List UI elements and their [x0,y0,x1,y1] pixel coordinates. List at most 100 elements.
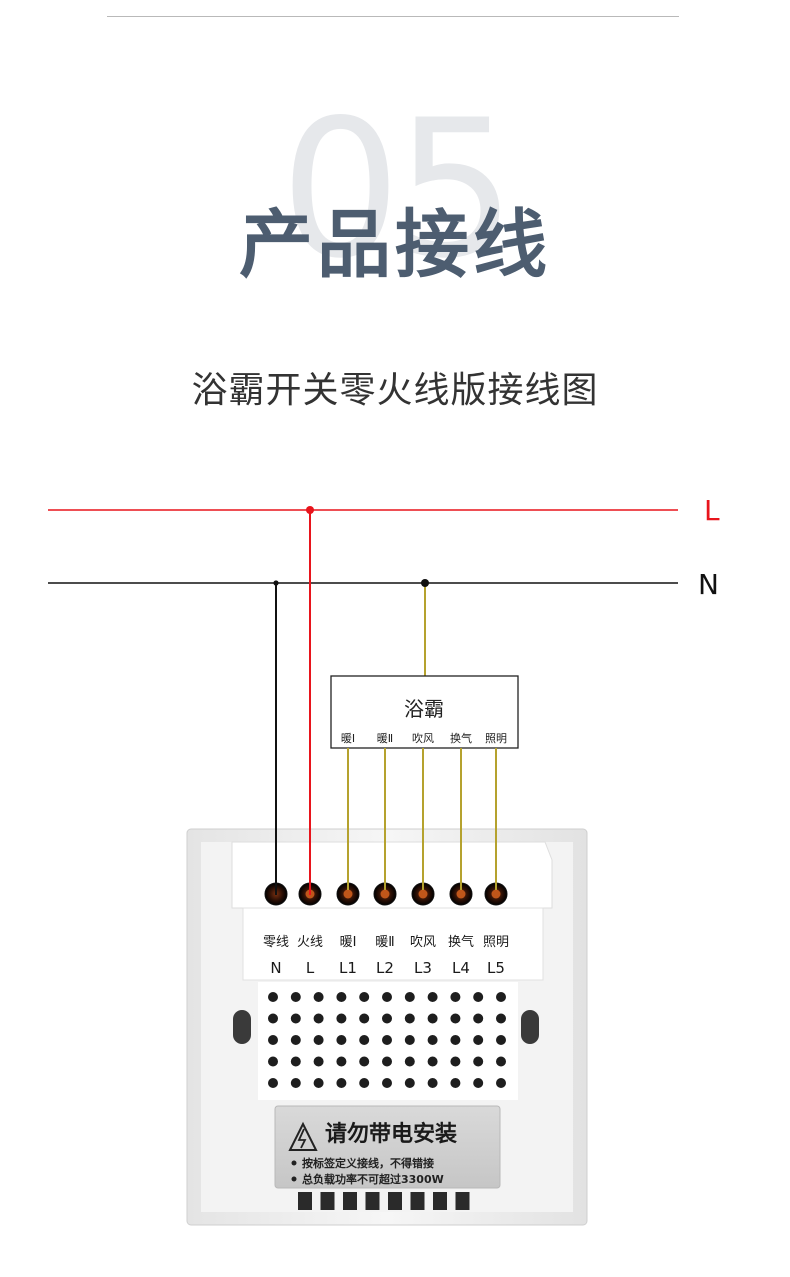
terminal-screw-core [343,889,353,899]
bottom-clip [388,1192,402,1210]
bottom-clips [298,1192,470,1210]
vent-hole [450,1035,461,1045]
vent-hole [359,1035,370,1045]
terminal-name: 换气 [448,934,474,950]
vent-hole [404,1035,415,1045]
load-channel-label: 照明 [485,732,507,745]
terminal-name: 火线 [297,935,323,950]
bottom-clip [343,1192,357,1210]
vent-hole [427,1056,438,1067]
vent-hole [450,1056,461,1067]
vent-hole [496,992,506,1002]
bottom-clip [410,1192,425,1210]
bottom-clip [365,1192,380,1210]
load-channel-label: 换气 [450,731,472,745]
terminal-code: L4 [452,959,470,977]
vent-hole [404,1078,415,1088]
vent-hole [382,1013,392,1024]
neutral-junction-switch [273,580,279,586]
vent-holes [268,992,506,1088]
vent-hole [336,992,347,1002]
vent-hole [359,1078,370,1088]
vent-hole [268,1056,278,1067]
warning-note-1: 按标签定义接线，不得错接 [302,1156,434,1170]
vent-hole [404,1013,415,1024]
vent-hole [450,1013,461,1024]
vent-hole [313,1078,324,1088]
vent-hole [496,1035,506,1045]
vent-hole [496,1056,506,1067]
vent-hole [359,1056,370,1067]
vent-hole [382,992,392,1002]
vent-hole [496,1013,506,1024]
vent-hole [427,992,438,1002]
vent-hole [382,1078,392,1088]
section-title: 产品接线 [239,202,551,288]
terminal-code: L3 [414,959,432,977]
vent-hole [268,1035,278,1045]
vent-hole [427,1078,438,1088]
terminal-name: 暖Ⅰ [340,935,357,950]
vent-hole [427,1035,438,1045]
left-mount-hole [233,1010,251,1044]
vent-hole [450,992,461,1002]
terminal-code: N [270,959,281,977]
neutral-label: N [698,568,719,601]
vent-hole [473,992,484,1002]
vent-hole [427,1013,438,1024]
vent-hole [313,1056,324,1067]
warning-note-2: 总负载功率不可超过3300W [302,1172,444,1186]
load-channel-label: 暖Ⅰ [341,732,355,745]
bottom-clip [320,1192,335,1210]
vent-hole [473,1013,484,1024]
terminal-screw-core [380,889,390,899]
load-channel-label: 吹风 [412,732,434,745]
terminal-code: L2 [376,959,394,977]
terminal-code: L1 [339,959,357,977]
vent-hole [382,1056,392,1067]
terminal-label-band [242,907,544,981]
vent-hole [290,992,301,1002]
terminal-screw-core [456,889,466,899]
bottom-clip [455,1192,470,1210]
vent-hole [473,1078,484,1088]
bottom-clip [298,1192,312,1210]
terminal-name: 暖Ⅱ [375,935,394,950]
vent-hole [268,1013,278,1024]
vent-hole [290,1013,301,1024]
vent-hole [496,1078,506,1088]
terminal-screw-core [491,889,501,899]
terminal-name: 零线 [263,935,289,950]
live-label: L [704,494,720,527]
vent-hole [336,1056,347,1067]
vent-hole [268,1078,278,1088]
bottom-clip [433,1192,447,1210]
live-junction [306,506,314,514]
vent-hole [290,1056,301,1067]
vent-hole [473,1035,484,1045]
neutral-junction-load [421,579,429,587]
warning-title: 请勿带电安装 [325,1121,457,1147]
vent-hole [290,1078,301,1088]
bath-heater-box [330,675,519,749]
vent-hole [404,1056,415,1067]
load-wires [347,748,497,890]
vent-hole [290,1035,301,1045]
switch-module: 请勿带电安装 按标签定义接线，不得错接 总负载功率不可超过3300W 零线 N 火线… [186,828,588,1226]
vent-hole [473,1056,484,1067]
vent-hole [336,1013,347,1024]
section-number: 05 [280,79,516,300]
terminal-screw-core [418,889,428,899]
vent-hole [313,1035,324,1045]
terminal-code: L [306,959,315,977]
top-divider [107,16,679,17]
vent-hole [404,992,415,1002]
bath-heater-title: 浴霸 [404,697,444,721]
vent-hole [268,992,278,1002]
vent-hole [359,992,370,1002]
vent-hole [382,1035,392,1045]
vent-hole [450,1078,461,1088]
vent-hole [313,1013,324,1024]
vent-hole [336,1078,347,1088]
